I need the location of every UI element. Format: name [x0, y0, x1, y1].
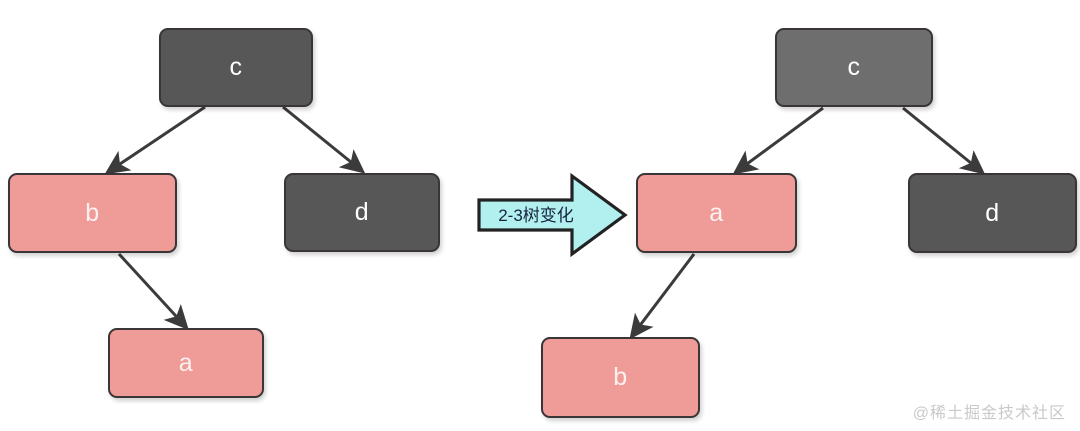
right-node-d[interactable]: d [908, 173, 1077, 253]
left-node-c[interactable]: c [159, 28, 313, 107]
edge-a-to-b [629, 253, 696, 340]
edge-c-to-a [732, 106, 824, 175]
right-node-c[interactable]: c [775, 28, 933, 107]
left-node-a[interactable]: a [108, 328, 264, 398]
watermark: @稀土掘金技术社区 [912, 405, 1066, 422]
left-node-d[interactable]: d [284, 173, 440, 252]
right-node-d-label: d [985, 198, 1000, 227]
edge-c-to-d-right [902, 106, 986, 175]
right-node-b-label: b [613, 363, 628, 391]
transform-arrow-label: 2-3树变化 [498, 205, 574, 225]
left-node-b-label: b [85, 198, 100, 227]
edge-c-to-d [282, 105, 366, 174]
right-node-a[interactable]: a [636, 173, 797, 253]
right-node-a-label: a [709, 198, 724, 227]
left-node-c-label: c [229, 53, 243, 81]
left-node-b[interactable]: b [8, 173, 177, 253]
edge-b-to-a [117, 252, 189, 331]
block-arrow-icon [477, 172, 628, 258]
transform-arrow: 2-3树变化 [476, 172, 628, 258]
left-node-a-label: a [178, 348, 194, 377]
left-node-d-label: d [354, 198, 370, 226]
right-node-b[interactable]: b [541, 337, 700, 418]
right-node-c-label: c [847, 53, 861, 81]
edge-c-to-b [104, 105, 206, 175]
